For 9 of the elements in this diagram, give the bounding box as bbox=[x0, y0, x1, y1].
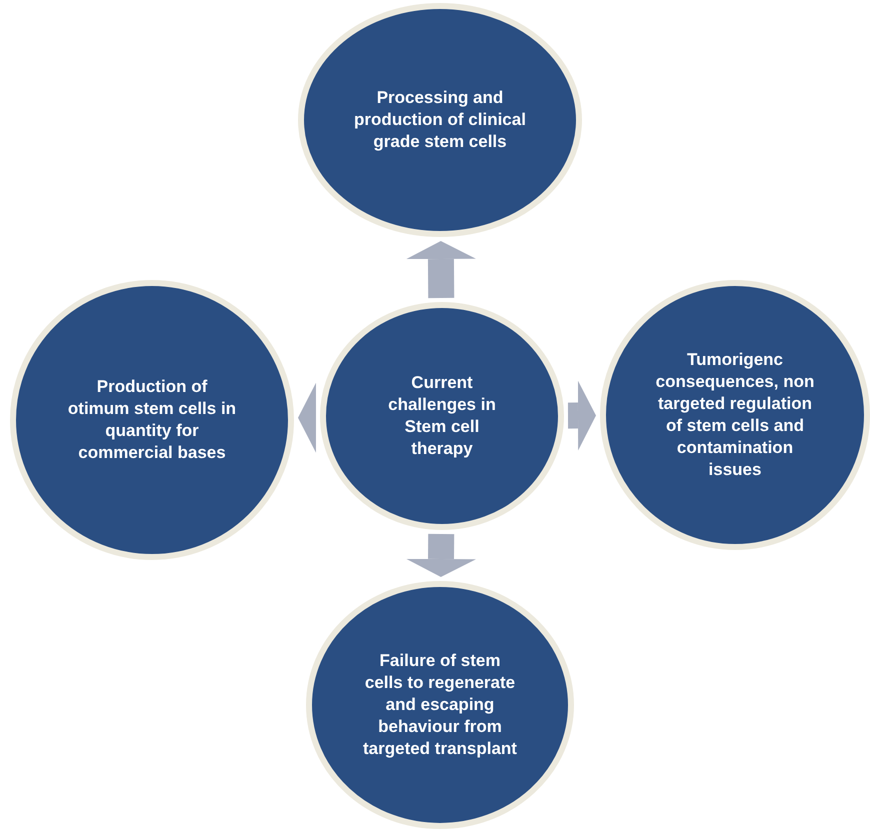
block-arrow bbox=[568, 380, 596, 451]
block-arrow bbox=[298, 382, 316, 453]
block-arrow bbox=[406, 534, 476, 577]
block-arrow bbox=[406, 241, 476, 298]
node-text: Processing and production of clinical grade stem cells bbox=[353, 87, 527, 153]
node-text: Production of otimum stem cells in quantity for commercial bases bbox=[66, 376, 238, 464]
node-text: Failure of stem cells to regenerate and escaping behaviour from targeted transplant bbox=[362, 650, 518, 760]
node-text: Tumorigenc consequences, non targeted regulation of stem cells and contamination issues bbox=[654, 349, 816, 481]
node-text: Current challenges in Stem cell therapy bbox=[387, 372, 497, 460]
